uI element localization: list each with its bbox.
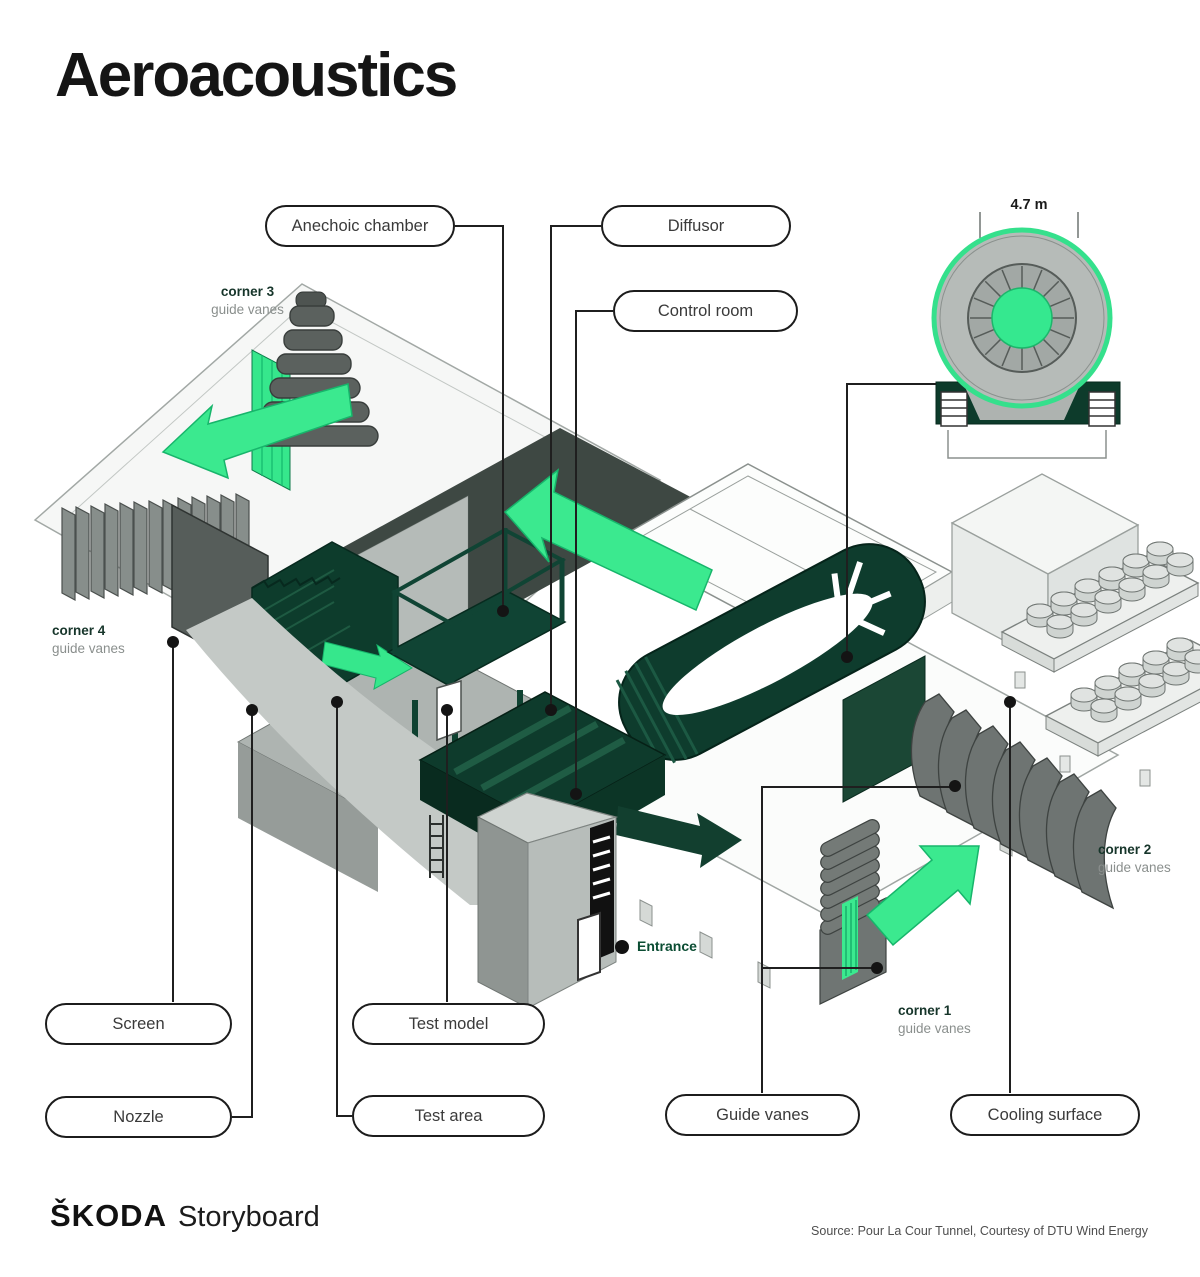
fan-diameter-label: 4.7 m [1010, 197, 1048, 213]
flow-arrow-corner3 [161, 383, 353, 480]
fan-hub [991, 287, 1053, 349]
page-title: Aeroacoustics [55, 41, 458, 110]
label-guide-vanes: Guide vanes [665, 1094, 860, 1136]
brand-logo: ŠKODA Storyboard [50, 1198, 320, 1234]
flow-arrow-return [616, 806, 742, 868]
corner1-vanes [817, 816, 887, 1005]
entrance-tower [476, 792, 629, 1009]
corner1-label: corner 1 guide vanes [898, 1003, 971, 1037]
label-screen: Screen [45, 1003, 232, 1045]
fan-unit [615, 543, 926, 766]
foreground-apron [186, 598, 560, 905]
storyboard-wordmark: Storyboard [177, 1201, 320, 1233]
label-control-room: Control room [613, 290, 798, 332]
connector-lines [172, 225, 1011, 1118]
connector-dots [167, 605, 1016, 974]
corner4-label: corner 4 guide vanes [52, 623, 125, 657]
label-cooling-surface: Cooling surface [950, 1094, 1140, 1136]
entrance-door [577, 911, 601, 982]
corner2-label: corner 2 guide vanes [1098, 842, 1171, 876]
dimension-ticks [979, 212, 1079, 238]
label-test-model: Test model [352, 1003, 545, 1045]
corner2-vanes [842, 655, 1117, 909]
flow-arrow-test-area [321, 641, 413, 690]
flow-arrow-diffusor [503, 468, 713, 612]
ladder-icon [429, 815, 444, 878]
label-diffusor: Diffusor [601, 205, 791, 247]
cooling-trays [1000, 541, 1200, 787]
entrance-label: Entrance [637, 938, 697, 954]
fan-cross-section [931, 212, 1121, 459]
skoda-wordmark: ŠKODA [50, 1198, 167, 1233]
label-test-area: Test area [352, 1095, 545, 1137]
flow-arrow-corner1 [865, 845, 980, 947]
source-attribution: Source: Pour La Cour Tunnel, Courtesy of… [811, 1224, 1148, 1238]
label-anechoic-chamber: Anechoic chamber [265, 205, 455, 247]
spring-mounts [940, 391, 1116, 427]
corner3-label: corner 3 guide vanes [211, 284, 284, 318]
label-nozzle: Nozzle [45, 1096, 232, 1138]
entrance-dot [615, 940, 629, 954]
fan-spokes [970, 266, 1074, 370]
